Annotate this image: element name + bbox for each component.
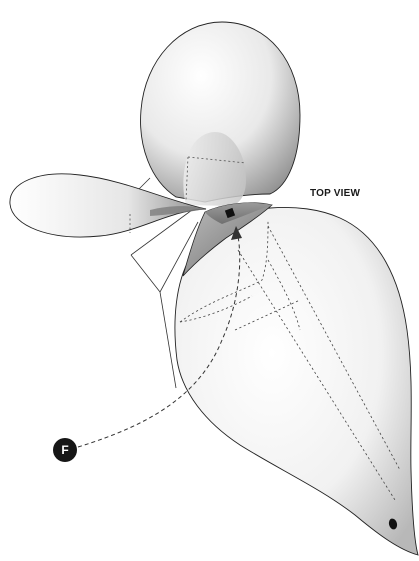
large-petal	[175, 207, 418, 555]
top-view-label: TOP VIEW	[310, 188, 360, 199]
step-marker-f: F	[53, 438, 77, 462]
